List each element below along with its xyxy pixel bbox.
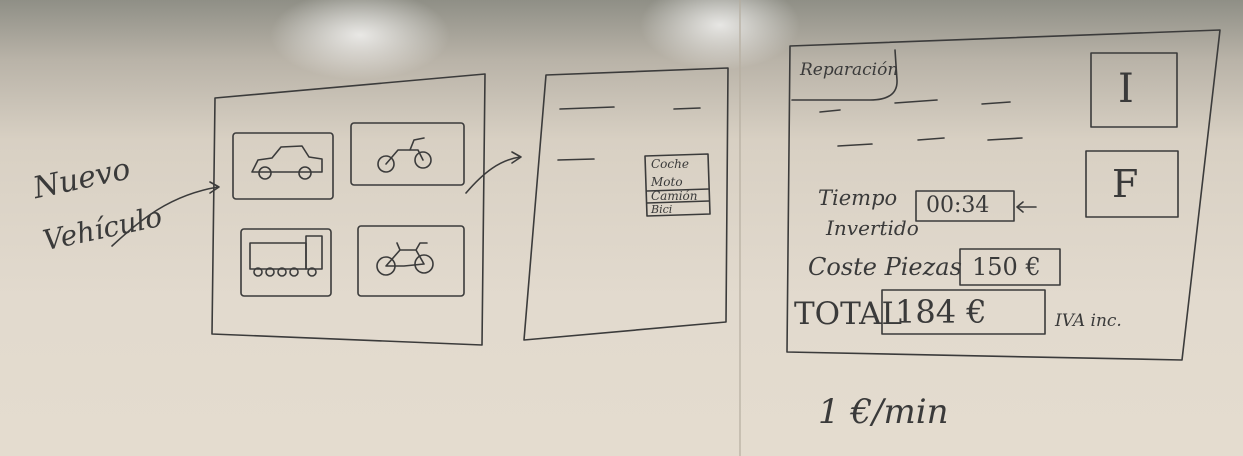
vehicle-tile-truck [240, 228, 332, 297]
time-value-box [915, 190, 1015, 222]
parts-value-box [959, 248, 1061, 286]
vehicle-tile-bike [357, 225, 465, 297]
time-arrow-head [1016, 201, 1024, 213]
total-value-box [881, 289, 1046, 335]
start-timer-button-frame [1090, 52, 1178, 128]
total-value: 184 € [895, 293, 987, 331]
vehicle-type-dropdown [644, 153, 711, 217]
screen-frame-repair [786, 29, 1221, 361]
vehicle-tile-car [232, 132, 334, 200]
truck-icon [249, 235, 323, 277]
dropdown-option: Moto [651, 175, 683, 189]
time-value: 00:34 [926, 193, 990, 218]
total-label: TOTAL [794, 296, 903, 332]
finish-timer-button-frame [1085, 150, 1179, 218]
arrow-head [511, 151, 522, 164]
repair-title-tab [791, 49, 898, 101]
motorcycle-icon [377, 137, 432, 173]
time-label: Invertido [826, 216, 919, 240]
dropdown-option: Coche [651, 157, 689, 171]
arrow-to-form [465, 156, 521, 194]
dropdown-option: Camión [651, 189, 698, 203]
finish-button-label: F [1112, 162, 1139, 206]
dropdown-option: Bici [651, 203, 673, 216]
car-icon [251, 145, 323, 180]
start-button-label: I [1118, 66, 1134, 112]
rate-note: 1 €/min [818, 392, 949, 432]
form-field-line [673, 107, 701, 110]
parts-label: Coste Piezas [808, 253, 962, 281]
screen-frame-form [523, 67, 729, 341]
form-field-line [557, 158, 595, 161]
arrow-head [209, 181, 220, 194]
screen-frame-vehicles [211, 73, 486, 346]
parts-value: 150 € [972, 253, 1041, 281]
repair-title: Reparación [800, 60, 899, 80]
dropdown-divider [646, 200, 710, 204]
form-field-line [559, 106, 615, 110]
time-label: Tiempo [818, 186, 898, 210]
vehicle-tile-moto [350, 122, 465, 186]
arrow-to-grid [111, 186, 219, 247]
tax-note: IVA inc. [1055, 311, 1122, 331]
bicycle-icon [376, 242, 434, 276]
dropdown-divider [646, 188, 710, 192]
